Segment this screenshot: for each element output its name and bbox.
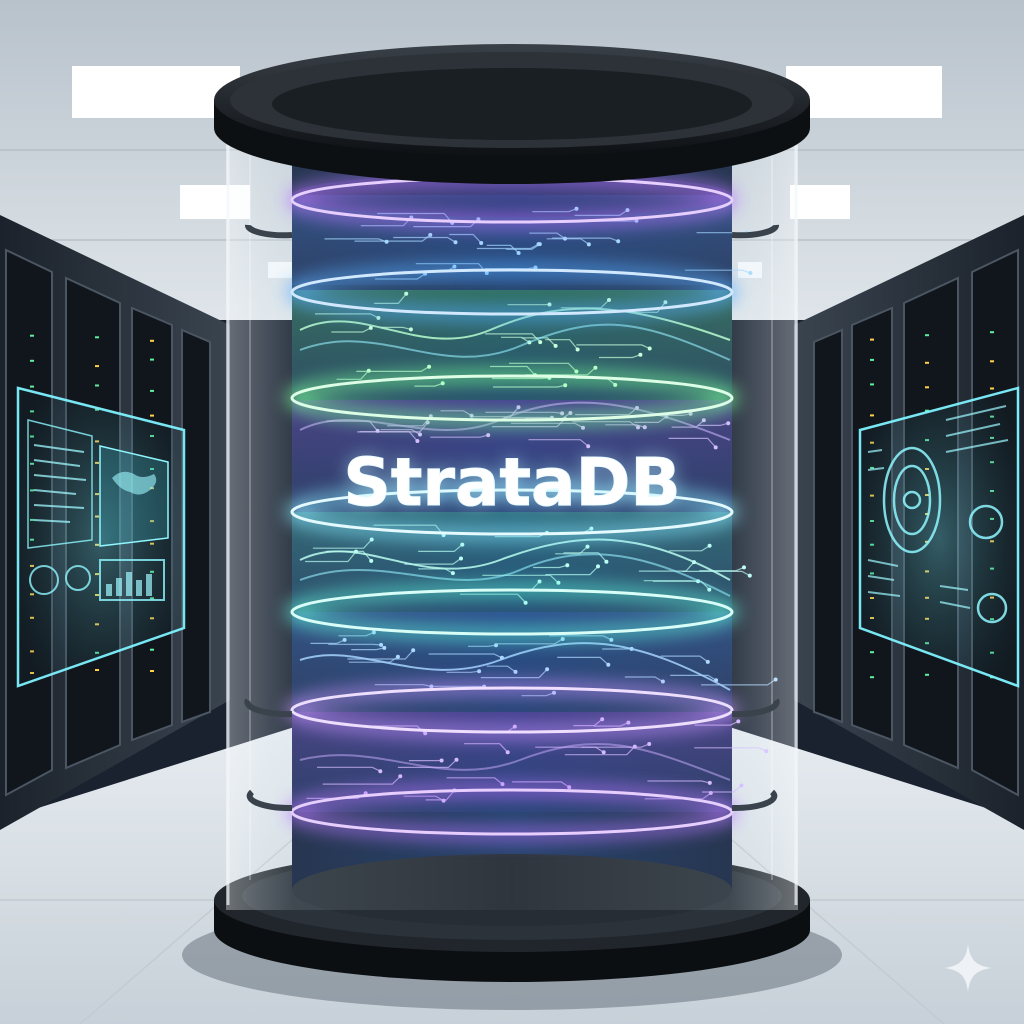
- rack-led: [30, 385, 34, 388]
- rack-led: [925, 673, 929, 676]
- logo: StrataDB StrataDB: [343, 444, 681, 522]
- radar-icon: [882, 446, 942, 554]
- rack-led: [150, 648, 154, 651]
- rack-led: [150, 358, 154, 361]
- logo-text: StrataDB: [343, 444, 680, 521]
- rack-led: [30, 334, 34, 337]
- rack-led: [925, 386, 929, 389]
- rack-led: [95, 384, 99, 387]
- rack-led: [990, 331, 994, 334]
- rack-led: [95, 336, 99, 339]
- ceiling-light: [786, 66, 942, 118]
- rack-led: [925, 409, 929, 412]
- rack-led: [30, 359, 34, 362]
- gauge-icon: [29, 565, 59, 595]
- hologram-panel-left: [16, 386, 186, 688]
- rack-led: [150, 670, 154, 672]
- hologram-panel-right: [858, 386, 1020, 688]
- gauge-icon: [968, 504, 1004, 540]
- rack-led: [925, 334, 929, 337]
- rack-led: [925, 361, 929, 364]
- glass-cylinder: [226, 100, 798, 910]
- ceiling-light: [790, 185, 850, 219]
- rack-led: [95, 669, 99, 671]
- gauge-icon: [65, 565, 91, 591]
- rack-led: [150, 339, 154, 342]
- rack-led: [870, 676, 874, 679]
- rack-led: [95, 365, 99, 368]
- rack-led: [990, 387, 994, 390]
- rack-led: [870, 414, 874, 417]
- rack-led: [150, 389, 154, 392]
- rack-led: [870, 383, 874, 386]
- gauge-icon: [976, 592, 1008, 624]
- rack-led: [150, 414, 154, 417]
- cylinder-top-cap: [214, 44, 810, 184]
- world-map-icon: [99, 445, 169, 547]
- rack-led: [870, 651, 874, 654]
- rack-led: [870, 338, 874, 341]
- rack-led: [870, 358, 874, 361]
- rack-led: [990, 360, 994, 363]
- sparkle-icon: [944, 944, 992, 992]
- ceiling-light: [72, 66, 240, 118]
- logo-glow: StrataDB: [343, 444, 680, 521]
